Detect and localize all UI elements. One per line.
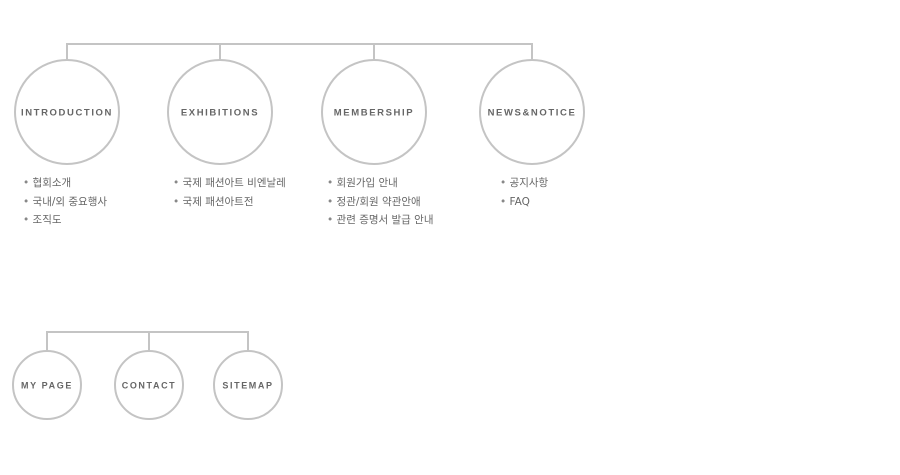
submenu-item[interactable]: 협회소개	[23, 174, 107, 193]
submenu-item[interactable]: 조직도	[23, 211, 107, 230]
node-contact-label: CONTACT	[122, 381, 177, 391]
node-introduction-label: INTRODUCTION	[21, 108, 113, 119]
node-sitemap-label: SITEMAP	[222, 381, 273, 391]
membership-submenu: 회원가입 안내 정관/회원 약관안애 관련 증명서 발급 안내	[327, 174, 434, 230]
submenu-item[interactable]: 회원가입 안내	[327, 174, 433, 193]
submenu-item[interactable]: 정관/회원 약관안애	[327, 193, 433, 212]
node-my-page-label: MY PAGE	[21, 381, 73, 391]
submenu-item[interactable]: 국내/외 중요행사	[23, 193, 108, 212]
submenu-item[interactable]: 공지사항	[500, 174, 549, 193]
node-membership[interactable]: MEMBERSHIP	[321, 59, 427, 165]
submenu-item[interactable]: 국제 패션아트전	[173, 193, 286, 212]
node-my-page[interactable]: MY PAGE	[12, 350, 82, 420]
submenu-item[interactable]: 국제 패션아트 비엔날레	[173, 174, 286, 193]
node-exhibitions[interactable]: EXHIBITIONS	[167, 59, 273, 165]
submenu-item[interactable]: 관련 증명서 발급 안내	[327, 211, 434, 230]
submenu-item[interactable]: FAQ	[500, 193, 548, 212]
node-exhibitions-label: EXHIBITIONS	[181, 108, 259, 119]
news-notice-submenu: 공지사항 FAQ	[500, 174, 549, 212]
node-introduction[interactable]: INTRODUCTION	[14, 59, 120, 165]
node-sitemap[interactable]: SITEMAP	[213, 350, 283, 420]
node-membership-label: MEMBERSHIP	[334, 108, 414, 119]
exhibitions-submenu: 국제 패션아트 비엔날레 국제 패션아트전	[173, 174, 286, 211]
node-news-notice-label: NEWS&NOTICE	[488, 108, 577, 119]
utility-connector-lines	[46, 331, 249, 351]
introduction-submenu: 협회소개 국내/외 중요행사 조직도	[23, 174, 108, 230]
node-contact[interactable]: CONTACT	[114, 350, 184, 420]
node-news-notice[interactable]: NEWS&NOTICE	[479, 59, 585, 165]
main-connector-lines	[66, 43, 533, 61]
